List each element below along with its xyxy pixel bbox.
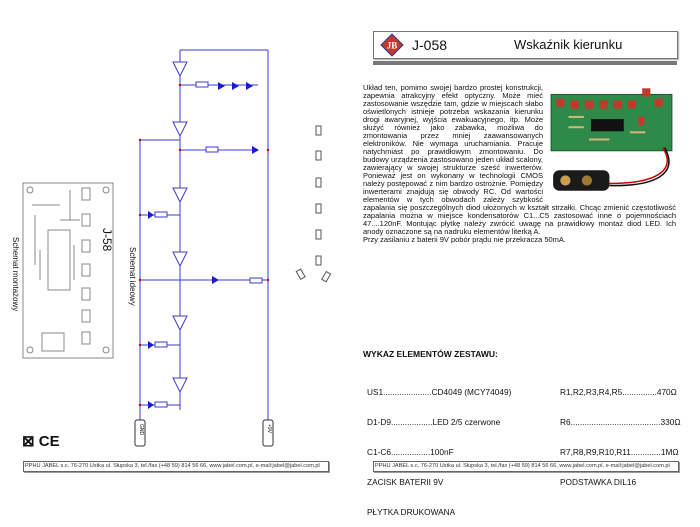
description: Układ ten, pomimo swojej bardzo prostej … — [363, 84, 676, 244]
board-label: J-58 — [100, 228, 114, 252]
parts-list-left: US1.....................CD4049 (MCY74049… — [367, 367, 511, 527]
svg-text:JB: JB — [387, 41, 398, 51]
footer-right: PPHU JABEL s.c. 76-270 Ustka ul. Słupska… — [373, 461, 679, 472]
page-title: Wskaźnik kierunku — [514, 37, 623, 52]
circuit-schematic — [22, 49, 332, 447]
footer-left: PPHU JABEL s.c. 76-270 Ustka ul. Słupska… — [23, 461, 329, 472]
parts-item: D1-D9..................LED 2/5 czerwone — [367, 417, 501, 427]
assembly-label: Schemat montażowy — [11, 237, 20, 312]
parts-item: R1,R2,R3,R4,R5...............470Ω — [560, 387, 677, 397]
schematic-label: Schemat ideowy — [128, 247, 137, 306]
description-intro: Układ ten, pomimo swojej bardzo prostej … — [363, 83, 543, 180]
description-body: technologii CMOS należy postępować z nim… — [363, 171, 676, 236]
product-code: J-058 — [412, 37, 448, 53]
parts-item: R7,R8,R9,R10,R11.............1MΩ — [560, 447, 679, 457]
parts-list-right: R1,R2,R3,R4,R5...............470Ω R6....… — [560, 367, 681, 497]
parts-item: ZACISK BATERII 9V — [367, 477, 444, 487]
parts-item: R6......................................… — [560, 417, 681, 427]
jabel-logo: JB — [380, 33, 404, 57]
parts-item: PODSTAWKA DIL16 — [560, 477, 637, 487]
assembly-board — [22, 182, 114, 359]
parts-item: US1.....................CD4049 (MCY74049… — [367, 387, 512, 397]
gnd-terminal-label: GND — [138, 424, 144, 436]
power-consumption-text: Przy zasilaniu z baterii 9V pobór prądu … — [363, 235, 567, 244]
vcc-terminal-label: +9V — [266, 424, 272, 434]
product-photo — [550, 88, 673, 191]
parts-list-heading: WYKAZ ELEMENTÓW ZESTAWU: — [363, 349, 498, 359]
ce-mark-icon: ⊠ CE — [22, 433, 60, 450]
header-box: JB J-058 Wskaźnik kierunku — [373, 31, 678, 59]
parts-item: C1-C6.................100nF — [367, 447, 454, 457]
parts-item: PŁYTKA DRUKOWANA — [367, 507, 456, 517]
header-divider — [373, 61, 677, 65]
